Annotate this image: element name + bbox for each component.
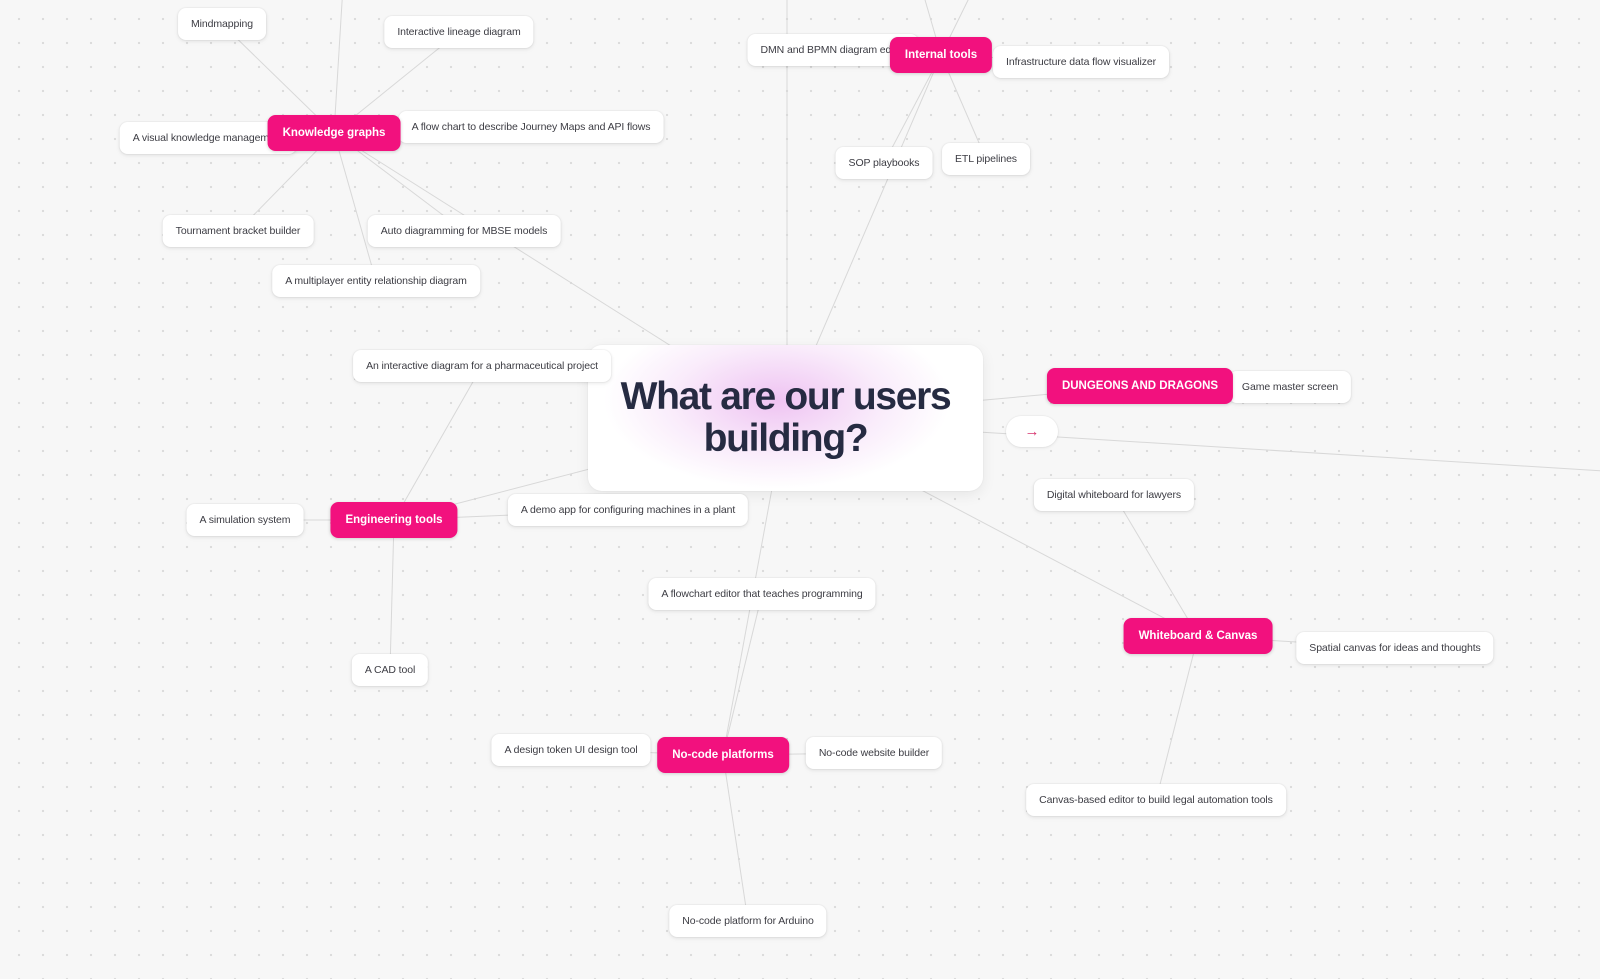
leaf-node-arduino[interactable]: No-code platform for Arduino — [669, 905, 827, 937]
leaf-node-interactive-lineage[interactable]: Interactive lineage diagram — [384, 16, 534, 48]
edge-no-code-platforms-arduino — [722, 754, 749, 922]
central-topic-title: What are our users building? — [620, 375, 952, 460]
leaf-node-digital-whiteboard[interactable]: Digital whiteboard for lawyers — [1033, 479, 1195, 511]
category-node-no-code-platforms[interactable]: No-code platforms — [657, 737, 789, 773]
leaf-node-cad-tool[interactable]: A CAD tool — [351, 654, 429, 686]
category-node-engineering-tools[interactable]: Engineering tools — [330, 502, 458, 538]
leaf-node-flow-chart[interactable]: A flow chart to describe Journey Maps an… — [398, 111, 664, 143]
leaf-node-pharma[interactable]: An interactive diagram for a pharmaceuti… — [353, 350, 611, 382]
edge-engineering-tools-pharma — [393, 365, 483, 521]
leaf-node-infra-visualizer[interactable]: Infrastructure data flow visualizer — [993, 46, 1169, 78]
edge-no-code-platforms-flowchart-editor — [722, 593, 763, 756]
edge-internal-tools-sop-playbooks — [883, 54, 942, 164]
category-node-internal-tools[interactable]: Internal tools — [889, 37, 993, 73]
leaf-node-website-builder[interactable]: No-code website builder — [805, 737, 943, 769]
leaf-node-multiplayer-er[interactable]: A multiplayer entity relationship diagra… — [272, 265, 480, 297]
leaf-node-visual-knowledge[interactable]: A visual knowledge management — [119, 122, 297, 154]
central-topic-node[interactable]: What are our users building? — [588, 345, 983, 491]
category-node-dungeons-dragons[interactable]: DUNGEONS AND DRAGONS — [1046, 368, 1234, 404]
leaf-node-etl-pipelines[interactable]: ETL pipelines — [942, 143, 1030, 175]
edge-engineering-tools-cad-tool — [389, 519, 395, 671]
leaf-node-demo-app[interactable]: A demo app for configuring machines in a… — [507, 494, 749, 526]
category-node-knowledge-graphs[interactable]: Knowledge graphs — [267, 115, 401, 151]
leaf-node-sop-playbooks[interactable]: SOP playbooks — [835, 147, 933, 179]
topic-glow — [588, 345, 983, 491]
leaf-node-canvas-legal[interactable]: Canvas-based editor to build legal autom… — [1026, 784, 1286, 816]
category-node-whiteboard-canvas[interactable]: Whiteboard & Canvas — [1123, 618, 1273, 654]
leaf-node-flowchart-editor[interactable]: A flowchart editor that teaches programm… — [648, 578, 876, 610]
leaf-node-game-master[interactable]: Game master screen — [1228, 371, 1352, 403]
leaf-node-mbse[interactable]: Auto diagramming for MBSE models — [367, 215, 561, 247]
edge-knowledge-graphs-pt-kg-top — [333, 0, 343, 134]
leaf-node-tournament[interactable]: Tournament bracket builder — [162, 215, 314, 247]
edge-knowledge-graphs-multiplayer-er — [333, 132, 377, 282]
edge-whiteboard-canvas-digital-whiteboard — [1113, 494, 1199, 637]
edge-whiteboard-canvas-canvas-legal — [1155, 635, 1199, 801]
leaf-node-mindmapping[interactable]: Mindmapping — [178, 8, 266, 40]
collapsed-branch-pill[interactable]: → — [1006, 416, 1058, 447]
leaf-node-simulation[interactable]: A simulation system — [186, 504, 304, 536]
leaf-node-spatial-canvas[interactable]: Spatial canvas for ideas and thoughts — [1296, 632, 1494, 664]
edge-knowledge-graphs-mindmapping — [221, 23, 335, 134]
leaf-node-design-token[interactable]: A design token UI design tool — [491, 734, 651, 766]
right-arrow-icon: → — [1024, 423, 1040, 440]
